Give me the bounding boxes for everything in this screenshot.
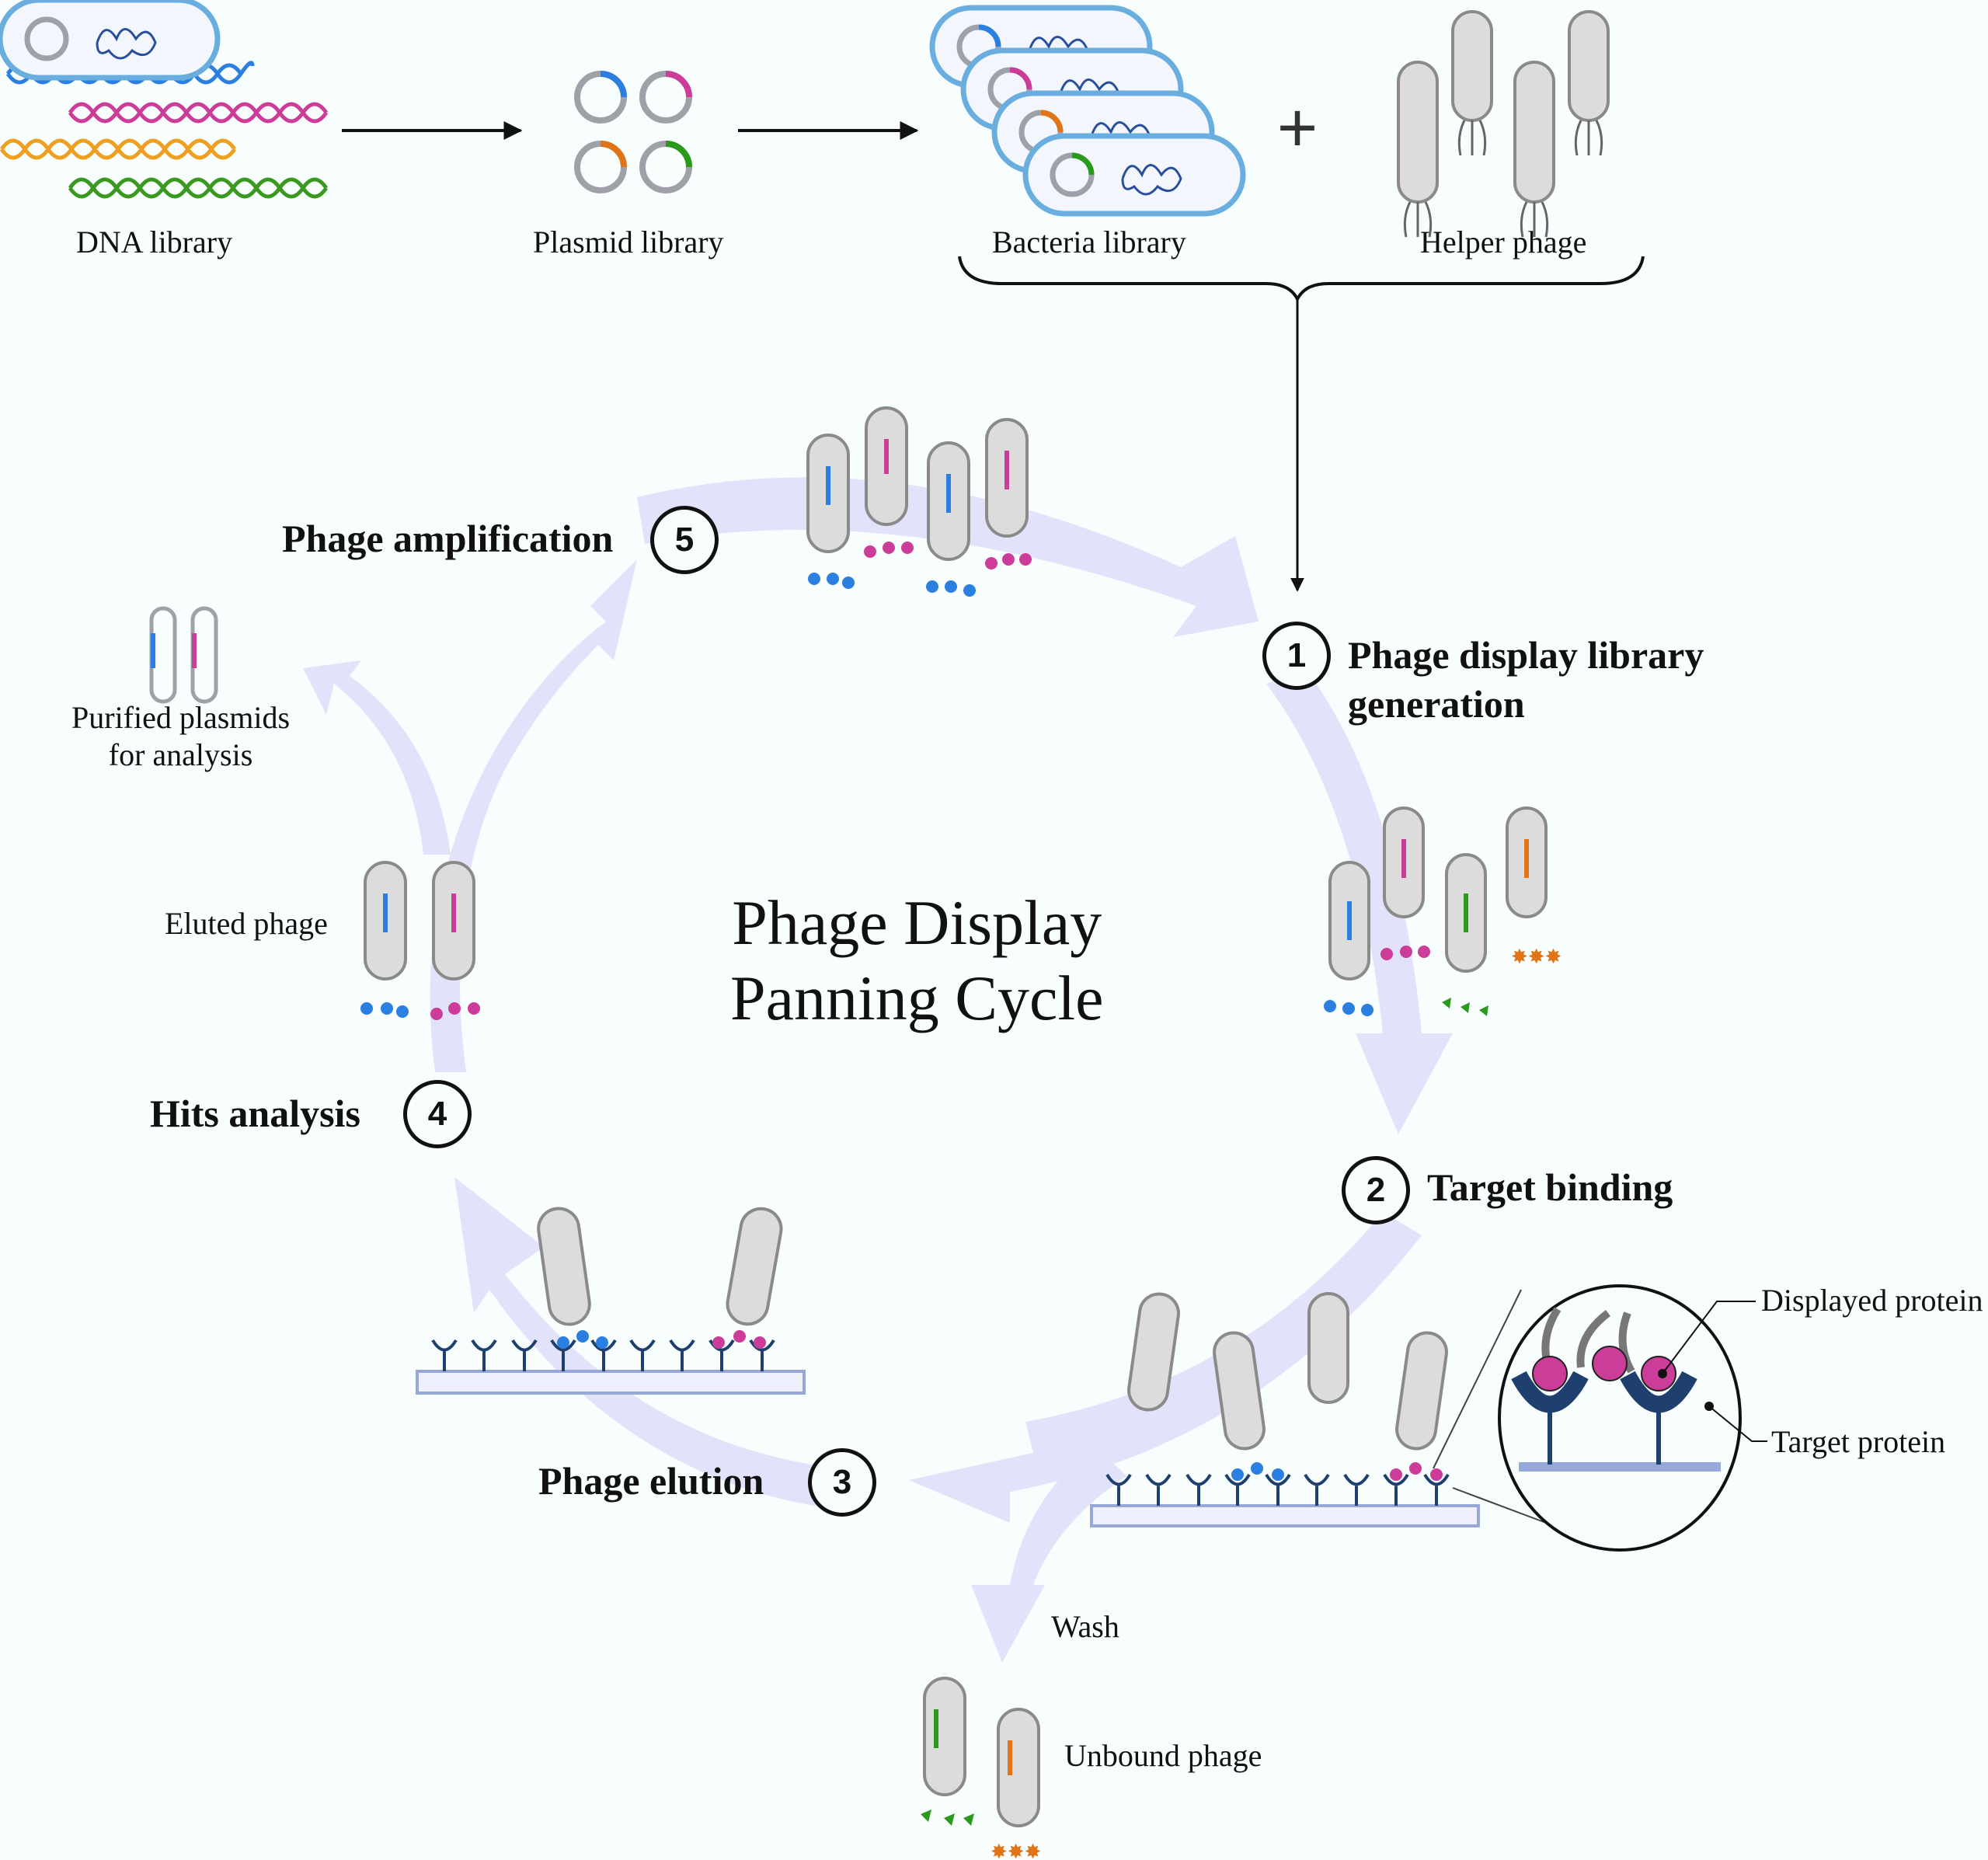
unbound-phage-label: Unbound phage xyxy=(1064,1738,1262,1773)
svg-text:✸✸✸: ✸✸✸ xyxy=(1511,946,1562,968)
target-protein-label: Target protein xyxy=(1771,1424,1946,1459)
phage-group-library: ✸✸✸ xyxy=(1324,806,1562,1016)
plus-sign: + xyxy=(1277,89,1318,167)
brace xyxy=(958,256,1645,303)
bacteria-library-icon xyxy=(0,0,1243,214)
arrow-wash xyxy=(971,1445,1126,1663)
arrow-library-to-binding xyxy=(1266,668,1453,1134)
step-1-label: Phage display library generation xyxy=(1348,631,1704,728)
step-2-label: Target binding xyxy=(1427,1165,1673,1209)
wash-label: Wash xyxy=(1051,1609,1119,1644)
arrow-elution-to-hits xyxy=(454,1177,839,1507)
purified-plasmids-line-1: Purified plasmids xyxy=(71,700,291,735)
step-1-label-line-2: generation xyxy=(1348,681,1525,726)
step-5-badge: 5 xyxy=(650,506,719,574)
step-4-label: Hits analysis xyxy=(150,1092,360,1135)
title-line-2: Panning Cycle xyxy=(730,962,1104,1033)
bacteria-library-label: Bacteria library xyxy=(992,225,1186,259)
binding-zoom-inset xyxy=(1433,1284,1767,1552)
arrow-hits-to-plasmids xyxy=(303,660,451,855)
displayed-protein-label: Displayed protein xyxy=(1761,1283,1983,1318)
arrow-binding-to-elution xyxy=(909,1212,1422,1523)
purified-plasmids-icon xyxy=(149,606,218,704)
helper-phage-label: Helper phage xyxy=(1420,225,1587,259)
phage-group-unbound: ✸✸✸ xyxy=(921,1677,1041,1860)
dna-library-icon xyxy=(0,61,329,199)
step-4-badge: 4 xyxy=(403,1080,472,1148)
helper-phage-icon xyxy=(1397,10,1610,238)
phage-group-amplification xyxy=(806,406,1032,597)
plasmid-library-icon xyxy=(574,71,692,193)
step-3-badge: 3 xyxy=(808,1448,876,1517)
title-line-1: Phage Display xyxy=(732,887,1102,958)
step-2-badge: 2 xyxy=(1342,1156,1410,1224)
dna-library-label: DNA library xyxy=(76,225,233,259)
eluted-phage-label: Eluted phage xyxy=(165,906,328,941)
arrow-amplification-to-library xyxy=(637,477,1259,637)
svg-text:✸✸✸: ✸✸✸ xyxy=(991,1841,1041,1860)
arrow-hits-to-amplification xyxy=(430,559,637,1072)
purified-plasmids-label: Purified plasmids for analysis xyxy=(71,699,290,774)
step-5-label: Phage amplification xyxy=(282,517,614,560)
step-3-label: Phage elution xyxy=(538,1459,764,1503)
phage-group-eluted xyxy=(360,861,480,1020)
diagram-title: Phage Display Panning Cycle xyxy=(730,886,1104,1036)
step-1-label-line-1: Phage display library xyxy=(1348,633,1704,677)
cycle-arrows xyxy=(303,477,1453,1663)
binding-surface xyxy=(1090,1292,1480,1527)
step-1-badge: 1 xyxy=(1262,622,1331,690)
plasmid-library-label: Plasmid library xyxy=(533,225,724,259)
purified-plasmids-line-2: for analysis xyxy=(108,737,253,772)
elution-surface xyxy=(416,1207,806,1395)
